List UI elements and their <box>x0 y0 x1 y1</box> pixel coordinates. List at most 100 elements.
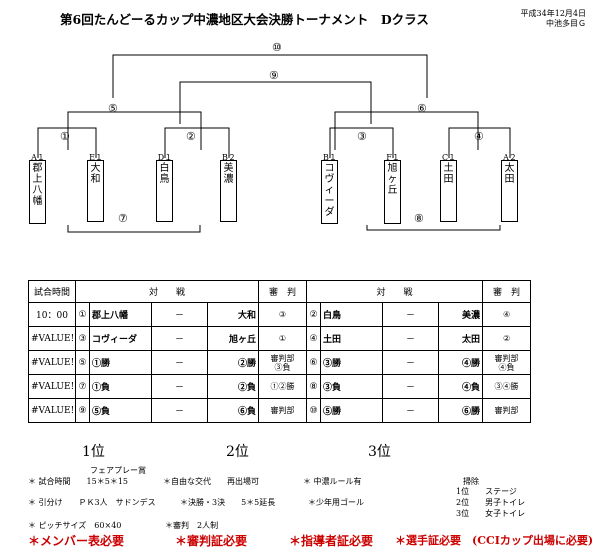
team-code: D１ <box>157 153 173 162</box>
away-team: 美濃 <box>438 302 484 327</box>
team-box: 旭 ヶ 丘 <box>384 160 401 224</box>
referee-cell: ③④勝 <box>482 374 532 399</box>
round-label-third-place: ⑨ <box>269 69 279 82</box>
round-label-1: ① <box>60 130 70 143</box>
referee-cell: 審判部 <box>258 398 308 423</box>
away-team: 太田 <box>438 326 484 351</box>
note-chuno-rule: ＊ 中濃ルール有 <box>303 477 362 486</box>
vs-dash: － <box>151 350 208 375</box>
date-label: 平成34年12月4日 <box>520 9 586 18</box>
home-team: ①負 <box>89 374 152 399</box>
header-match: 対 戦 <box>74 280 260 303</box>
tournament-bracket <box>37 54 511 233</box>
match-number: ⑨ <box>75 398 90 423</box>
round-label-final: ⑩ <box>272 41 282 54</box>
cleaning-title: 掃除 <box>463 477 479 486</box>
home-team: ⑤負 <box>89 398 152 423</box>
header-time: 試合時間 <box>28 280 76 303</box>
round-label-7: ⑦ <box>118 212 128 225</box>
cleaning-row: 2位 男子トイレ <box>456 498 526 507</box>
match-number: ⑦ <box>75 374 90 399</box>
fairplay-award: フェアプレー賞 <box>90 466 146 475</box>
schedule-time: #VALUE! <box>28 398 76 423</box>
vs-dash: － <box>151 398 208 423</box>
requirement-coach-cert: ＊指導者証必要 <box>289 534 374 548</box>
team-code: A１ <box>31 153 45 162</box>
referee-cell: 審判部 ④負 <box>482 350 532 375</box>
referee-cell: ①②勝 <box>258 374 308 399</box>
round-label-2: ② <box>186 130 196 143</box>
team-code: C１ <box>441 153 457 162</box>
requirement-member-list: ＊メンバー表必要 <box>28 534 125 548</box>
vs-dash: － <box>382 350 440 375</box>
round-label-4: ④ <box>474 130 484 143</box>
round-label-3: ③ <box>357 130 367 143</box>
team-name: 大 和 <box>90 163 101 185</box>
team-name: 土 田 <box>443 163 454 185</box>
third-place-label: 3位 <box>368 444 391 460</box>
match-number: ⑧ <box>306 374 322 399</box>
home-team: ③勝 <box>320 350 384 375</box>
note-draw: ＊ 引分け ＰＫ3人 サドンデス <box>28 498 156 507</box>
round-label-6: ⑥ <box>417 102 427 115</box>
vs-dash: － <box>382 398 440 423</box>
team-name: 白 鳥 <box>159 163 170 185</box>
note-referee: ＊審判 2人制 <box>165 521 219 530</box>
home-team: ①勝 <box>89 350 152 375</box>
note-pitch: ＊ ピッチサイズ 60×40 <box>28 521 122 530</box>
vs-dash: － <box>382 302 440 327</box>
schedule-header-row: 試合時間 対 戦 審 判 対 戦 審 判 <box>28 280 532 303</box>
away-team: ②負 <box>206 374 260 399</box>
home-team: 郡上八幡 <box>89 302 152 327</box>
referee-cell: ④ <box>482 302 532 327</box>
team-code: F１ <box>386 153 400 162</box>
match-number: ⑩ <box>306 398 322 423</box>
referee-cell: 審判部 ③負 <box>258 350 308 375</box>
home-team: ⑤勝 <box>320 398 384 423</box>
note-goal: ＊少年用ゴール <box>308 498 364 507</box>
match-number: ⑥ <box>306 350 322 375</box>
schedule-time: #VALUE! <box>28 374 76 399</box>
cleaning-row: 1位 ステージ <box>456 487 517 496</box>
away-team: 大和 <box>206 302 260 327</box>
team-code: B２ <box>222 153 236 162</box>
home-team: コヴィーダ <box>89 326 152 351</box>
away-team: 旭ヶ丘 <box>206 326 260 351</box>
schedule-time: #VALUE! <box>28 326 76 351</box>
vs-dash: － <box>151 302 208 327</box>
team-box: 白 鳥 <box>156 160 173 222</box>
home-team: 土田 <box>320 326 384 351</box>
header-match: 対 戦 <box>306 280 484 303</box>
team-box: 土 田 <box>440 160 457 222</box>
away-team: ④勝 <box>438 350 484 375</box>
first-place-label: 1位 <box>82 444 105 460</box>
requirement-player-cert: ＊選手証必要 (CCIカップ出場に必要) <box>395 534 594 547</box>
team-name: 美 濃 <box>223 163 234 185</box>
referee-cell: 審判部 <box>482 398 532 423</box>
team-box: 美 濃 <box>220 160 237 222</box>
header-referee: 審 判 <box>258 280 308 303</box>
note-free-sub: ＊自由な交代 再出場可 <box>163 477 259 486</box>
home-team: 白鳥 <box>320 302 384 327</box>
vs-dash: － <box>151 326 208 351</box>
match-number: ① <box>75 302 90 327</box>
second-place-label: 2位 <box>226 444 249 460</box>
team-box: 大 和 <box>87 160 104 222</box>
referee-cell: ③ <box>258 302 308 327</box>
team-name: コ ヴ ィ ー ダ <box>324 163 335 218</box>
vs-dash: － <box>151 374 208 399</box>
team-box: コ ヴ ィ ー ダ <box>321 160 338 224</box>
match-number: ② <box>306 302 322 327</box>
vs-dash: － <box>382 374 440 399</box>
team-name: 太 田 <box>504 163 515 185</box>
round-label-8: ⑧ <box>414 212 424 225</box>
match-number: ③ <box>75 326 90 351</box>
match-number: ④ <box>306 326 322 351</box>
schedule-time: #VALUE! <box>28 350 76 375</box>
team-code: A２ <box>503 153 517 162</box>
team-box: 郡 上 八 幡 <box>29 160 46 224</box>
